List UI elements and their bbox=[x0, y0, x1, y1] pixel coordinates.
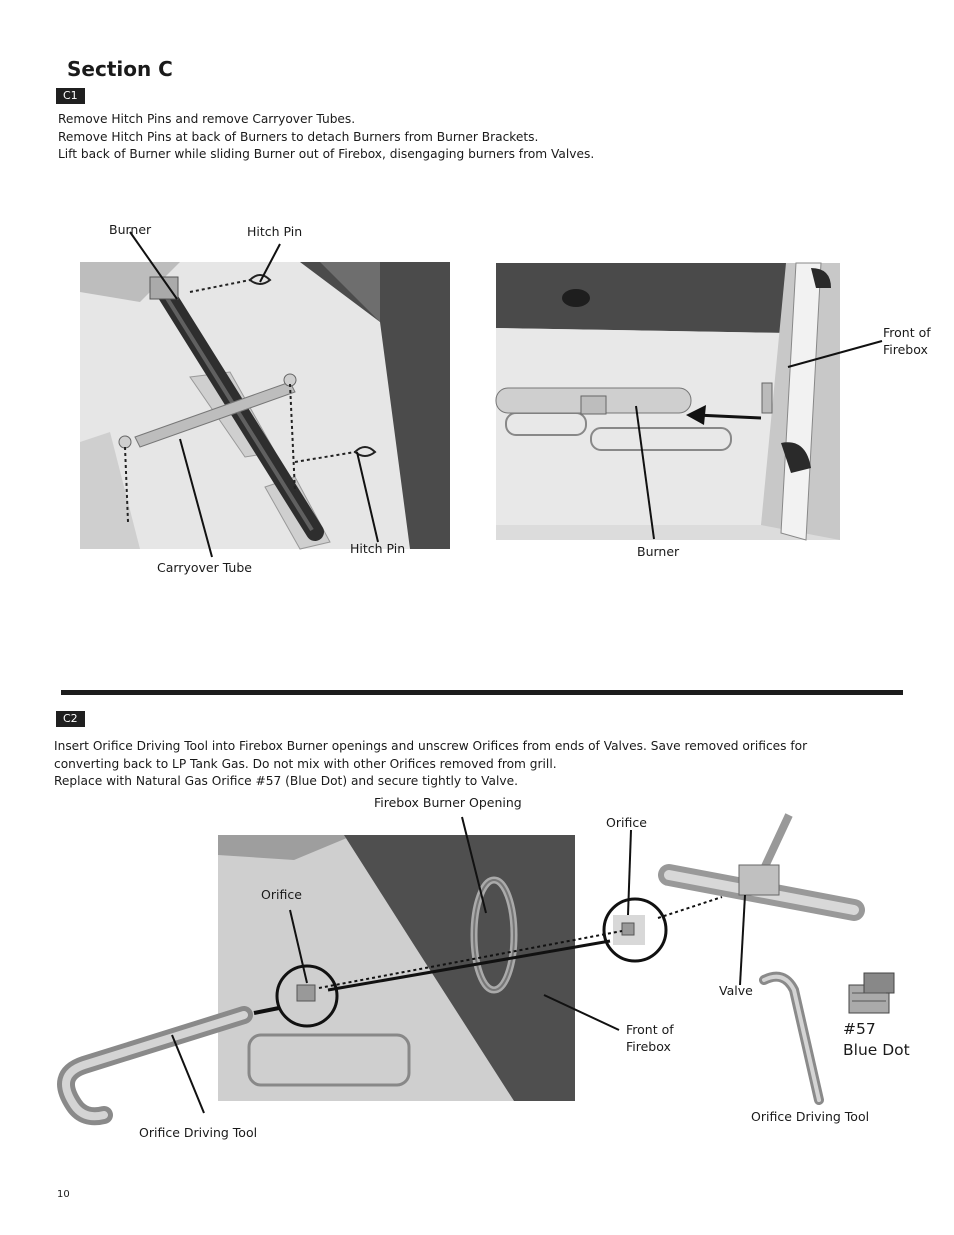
figure-orifice-replacement bbox=[57, 813, 895, 1126]
c1-instructions: Remove Hitch Pins and remove Carryover T… bbox=[58, 111, 594, 164]
c1-line-1: Remove Hitch Pins and remove Carryover T… bbox=[58, 112, 356, 126]
label-valve: Valve bbox=[719, 983, 753, 998]
label-orifice-number: #57 bbox=[843, 1020, 876, 1038]
label-front-of-firebox-c2: Front of Firebox bbox=[626, 1021, 674, 1055]
c1-line-3: Lift back of Burner while sliding Burner… bbox=[58, 147, 595, 161]
step-badge-c1: C1 bbox=[56, 88, 85, 104]
label-front-of-firebox-c2-line2: Firebox bbox=[626, 1039, 671, 1054]
label-orifice-left: Orifice bbox=[261, 887, 302, 902]
label-orifice-driving-tool-left: Orifice Driving Tool bbox=[139, 1125, 258, 1140]
label-orifice-right: Orifice bbox=[606, 815, 647, 830]
c2-line-1: Insert Orifice Driving Tool into Firebox… bbox=[54, 739, 808, 753]
figure-burner-slide-out bbox=[495, 262, 883, 541]
label-front-of-firebox-c1: Front of Firebox bbox=[883, 324, 931, 358]
step-badge-c2: C2 bbox=[56, 711, 85, 727]
c1-line-2: Remove Hitch Pins at back of Burners to … bbox=[58, 129, 539, 144]
label-firebox-burner-opening: Firebox Burner Opening bbox=[374, 795, 522, 810]
c2-line-3: Replace with Natural Gas Orifice #57 (Bl… bbox=[54, 774, 518, 788]
label-front-of-firebox-c1-line1: Front of bbox=[883, 325, 931, 340]
c2-line-2: converting back to LP Tank Gas. Do not m… bbox=[54, 756, 557, 771]
label-burner-c1-left: Burner bbox=[109, 222, 152, 237]
label-front-of-firebox-c1-line2: Firebox bbox=[883, 342, 928, 357]
label-front-of-firebox-c2-line1: Front of bbox=[626, 1022, 674, 1037]
section-divider bbox=[61, 690, 903, 695]
label-hitch-pin-bottom: Hitch Pin bbox=[350, 541, 406, 556]
c2-instructions: Insert Orifice Driving Tool into Firebox… bbox=[54, 738, 807, 791]
label-blue-dot: Blue Dot bbox=[843, 1041, 910, 1059]
label-carryover-tube: Carryover Tube bbox=[157, 560, 252, 575]
section-title: Section C bbox=[67, 57, 173, 81]
page-number: 10 bbox=[57, 1189, 70, 1200]
label-orifice-driving-tool-right: Orifice Driving Tool bbox=[751, 1109, 870, 1124]
label-burner-c1-right: Burner bbox=[637, 544, 680, 559]
figure-burner-removal bbox=[80, 231, 450, 558]
label-hitch-pin-top: Hitch Pin bbox=[247, 224, 303, 239]
